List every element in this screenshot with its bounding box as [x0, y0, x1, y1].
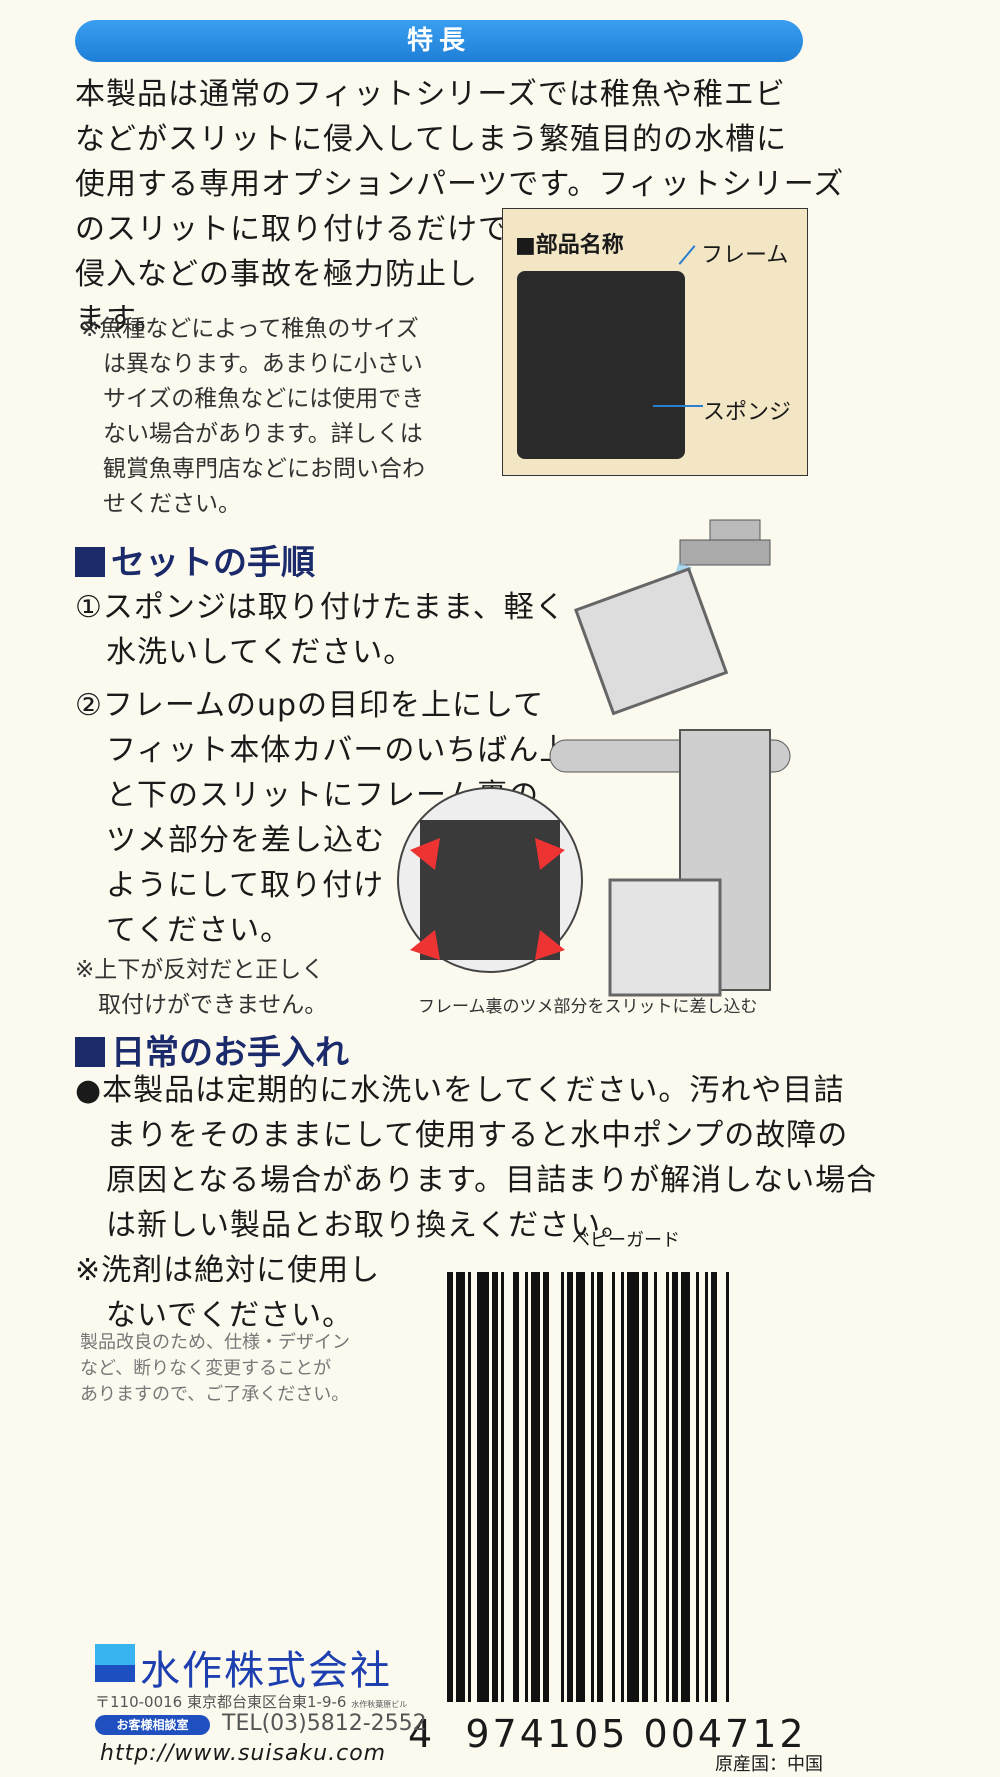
text-line: ●本製品は定期的に水洗いをしてください。汚れや目詰 — [75, 1073, 845, 1108]
note-line: ※魚種などによって稚魚のサイズ — [80, 316, 419, 342]
text-line: まりをそのままにして使用すると水中ポンプの故障の — [75, 1118, 849, 1153]
step-line: 水洗いしてください。 — [75, 635, 415, 670]
text-line: 本製品は通常のフィットシリーズでは稚魚や稚エビ — [75, 77, 786, 112]
barcode-bar — [672, 1272, 678, 1702]
note-line: 取付けができません。 — [75, 992, 328, 1018]
barcode-bar — [591, 1272, 594, 1702]
setup-steps: ①スポンジは取り付けたまま、軽く 水洗いしてください。 ②フレームのupの目印を… — [75, 585, 570, 1023]
features-notes: ※魚種などによって稚魚のサイズ は異なります。あまりに小さい サイズの稚魚などに… — [80, 312, 425, 522]
note-line: 観賞魚専門店などにお問い合わ — [80, 456, 425, 482]
leader-line — [653, 405, 703, 407]
text-line: ます。 — [75, 302, 165, 337]
parts-title: ■部品名称 — [515, 233, 624, 258]
label-frame: フレーム — [701, 243, 789, 268]
barcode-bar — [705, 1272, 708, 1702]
features-header: 特長 — [75, 20, 803, 62]
note-line: ない場合があります。詳しくは — [80, 421, 423, 447]
company-address: 〒110-0016 東京都台東区台東1-9-6 水作秋葉原ビル — [95, 1693, 408, 1711]
features-text: 本製品は通常のフィットシリーズでは稚魚や稚エビ などがスリットに侵入してしまう繁… — [75, 72, 844, 342]
setup-heading: セットの手順 — [75, 535, 315, 584]
country-of-origin: 原産国：中国 — [715, 1754, 823, 1775]
barcode-bar — [531, 1272, 540, 1702]
text-line: のスリットに取り付けるだけで — [75, 212, 509, 247]
product-name: ベビーガード — [572, 1230, 680, 1251]
barcode-bar — [711, 1272, 717, 1702]
barcode-bar — [696, 1272, 699, 1702]
barcode-bar — [468, 1272, 471, 1702]
barcode-bar — [612, 1272, 615, 1702]
barcode-bar — [642, 1272, 648, 1702]
barcode-bar — [513, 1272, 519, 1702]
text-line: 原因となる場合があります。目詰まりが解消しない場合 — [75, 1163, 878, 1198]
barcode-bar — [561, 1272, 564, 1702]
company-name: 水作株式会社 — [140, 1648, 392, 1694]
step-line: ようにして取り付け — [75, 868, 385, 903]
barcode-bar — [567, 1272, 573, 1702]
text-line: は新しい製品とお取り換えください。 — [75, 1208, 633, 1243]
text-line: 製品改良のため、仕様・デザイン — [80, 1332, 350, 1353]
text-line: 使用する専用オプションパーツです。フィットシリーズ — [75, 167, 845, 202]
barcode-bar — [627, 1272, 639, 1702]
barcode-bar — [492, 1272, 498, 1702]
care-heading: 日常のお手入れ — [75, 1025, 349, 1074]
barcode-bar — [681, 1272, 690, 1702]
label-sponge: スポンジ — [703, 400, 792, 425]
barcode-bar — [654, 1272, 657, 1702]
step-line: ②フレームのupの目印を上にして — [75, 688, 545, 723]
text-line: ありますので、ご了承ください。 — [80, 1384, 350, 1405]
barcode — [447, 1272, 729, 1702]
barcode-bar — [447, 1272, 453, 1702]
leader-line — [678, 245, 696, 265]
barcode-bar — [666, 1272, 669, 1702]
barcode-bar — [543, 1272, 549, 1702]
sponge-image — [517, 271, 685, 459]
text-line: など、断りなく変更することが — [80, 1358, 332, 1379]
barcode-digits: 4 974105 004712 — [408, 1712, 807, 1756]
barcode-bar — [525, 1272, 528, 1702]
barcode-bar — [501, 1272, 504, 1702]
heading-text: 日常のお手入れ — [111, 1033, 349, 1073]
note-line: ないでください。 — [75, 1298, 354, 1333]
step-line: フィット本体カバーのいちばん上 — [75, 733, 571, 768]
illustration-caption: フレーム裏のツメ部分をスリットに差し込む — [418, 997, 758, 1017]
barcode-bar — [477, 1272, 489, 1702]
barcode-bar — [597, 1272, 603, 1702]
company-logo-icon — [95, 1644, 135, 1682]
note-line: せください。 — [80, 491, 241, 517]
heading-text: セットの手順 — [111, 543, 315, 583]
note-line: サイズの稚魚などには使用でき — [80, 386, 425, 412]
parts-diagram: ■部品名称 フレーム スポンジ — [502, 208, 808, 476]
note-line: ※上下が反対だと正しく — [75, 957, 325, 983]
care-text: ●本製品は定期的に水洗いをしてください。汚れや目詰 まりをそのままにして使用する… — [75, 1068, 877, 1338]
text-line: 侵入などの事故を極力防止し — [75, 257, 478, 292]
disclaimer: 製品改良のため、仕様・デザイン など、断りなく変更することが ありますので、ご了… — [80, 1330, 350, 1408]
step-line: ツメ部分を差し込む — [75, 823, 385, 858]
support-badge: お客様相談室 — [95, 1715, 210, 1735]
step-line: ①スポンジは取り付けたまま、軽く — [75, 590, 566, 625]
note-line: ※洗剤は絶対に使用し — [75, 1253, 381, 1288]
barcode-bar — [726, 1272, 729, 1702]
barcode-bar — [576, 1272, 585, 1702]
step-line: てください。 — [75, 913, 292, 948]
company-url[interactable]: http://www.suisaku.com — [100, 1741, 387, 1766]
barcode-bar — [621, 1272, 624, 1702]
setup-illustration — [397, 519, 791, 997]
company-tel: TEL(03)5812-2552 — [222, 1711, 427, 1736]
barcode-bar — [456, 1272, 465, 1702]
note-line: は異なります。あまりに小さい — [80, 351, 423, 377]
text-line: などがスリットに侵入してしまう繁殖目的の水槽に — [75, 122, 788, 157]
